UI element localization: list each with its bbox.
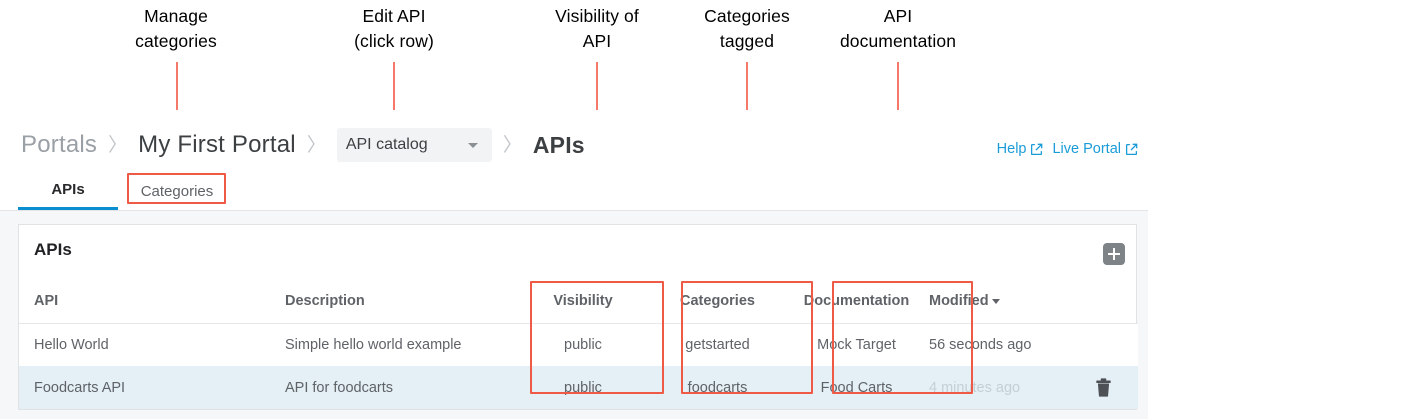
column-header-modified-label: Modified: [929, 293, 989, 310]
card-title: APIs: [34, 240, 72, 259]
breadcrumb: Portals 〉 My First Portal 〉 API catalog …: [21, 128, 585, 162]
column-header-visibility[interactable]: Visibility: [515, 280, 651, 324]
cell-modified: 4 minutes ago: [929, 366, 1138, 409]
cell-documentation: Mock Target: [784, 323, 929, 366]
column-header-description[interactable]: Description: [285, 280, 515, 324]
annotation-visibility-of-api: Visibility of API: [555, 6, 639, 51]
annotation-categories-tagged: Categories tagged: [704, 6, 790, 51]
help-link[interactable]: Help: [997, 141, 1044, 157]
live-portal-link[interactable]: Live Portal: [1052, 141, 1138, 157]
trash-icon: [1096, 378, 1111, 397]
cell-categories: getstarted: [651, 323, 784, 366]
add-api-button[interactable]: [1103, 243, 1125, 265]
cell-visibility: public: [515, 323, 651, 366]
cell-description: Simple hello world example: [285, 323, 515, 366]
breadcrumb-separator-icon: 〉: [108, 134, 128, 156]
column-header-api[interactable]: API: [19, 280, 285, 324]
caret-down-icon: [991, 298, 1000, 304]
help-link-label: Help: [996, 141, 1027, 157]
annotation-api-documentation: API documentation: [839, 6, 957, 51]
column-header-documentation[interactable]: Documentation: [784, 280, 929, 324]
app-content: Portals 〉 My First Portal 〉 API catalog …: [0, 110, 1403, 419]
cell-api: Hello World: [19, 323, 285, 366]
cell-description: API for foodcarts: [285, 366, 515, 409]
cell-visibility: public: [515, 366, 651, 409]
tab-bar: APIs Categories: [0, 172, 1403, 210]
cell-categories: foodcarts: [651, 366, 784, 409]
header-links: Help Live Portal: [997, 141, 1138, 157]
catalog-select-value: API catalog: [345, 136, 428, 153]
cell-modified: 56 seconds ago: [929, 323, 1138, 366]
delete-api-button[interactable]: [1095, 378, 1112, 397]
tab-apis[interactable]: APIs: [18, 172, 118, 210]
plus-icon: [1112, 248, 1116, 260]
column-header-categories[interactable]: Categories: [651, 280, 784, 324]
breadcrumb-portal-name[interactable]: My First Portal: [138, 131, 296, 158]
table-row[interactable]: Hello World Simple hello world example p…: [19, 323, 1138, 366]
breadcrumb-current: APIs: [532, 131, 585, 158]
external-link-icon: [1125, 143, 1138, 155]
catalog-select[interactable]: API catalog: [336, 128, 492, 162]
tab-categories[interactable]: Categories: [140, 182, 214, 200]
cell-modified-label: 56 seconds ago: [929, 336, 1032, 353]
annotation-edit-api: Edit API (click row): [354, 6, 434, 51]
cell-modified-label: 4 minutes ago: [929, 379, 1021, 396]
table-body: Hello World Simple hello world example p…: [19, 323, 1138, 409]
breadcrumb-separator-icon: 〉: [502, 134, 522, 156]
breadcrumb-separator-icon: 〉: [306, 134, 326, 156]
table-row[interactable]: Foodcarts API API for foodcarts public f…: [19, 366, 1138, 409]
table-header-row: API Description Visibility Categories Do…: [19, 280, 1138, 324]
column-header-modified[interactable]: Modified: [929, 280, 1138, 324]
apis-card: APIs API Description Visibility Categori…: [18, 224, 1138, 410]
table-header: API Description Visibility Categories Do…: [19, 280, 1138, 324]
cell-documentation: Food Carts: [784, 366, 929, 409]
chevron-down-icon: [467, 143, 478, 148]
cell-api: Foodcarts API: [19, 366, 285, 409]
apis-table: API Description Visibility Categories Do…: [19, 280, 1138, 409]
external-link-icon: [1031, 143, 1043, 155]
breadcrumb-portals[interactable]: Portals: [21, 131, 98, 158]
live-portal-link-label: Live Portal: [1052, 141, 1121, 157]
annotation-manage-categories: Manage categories: [135, 6, 217, 51]
